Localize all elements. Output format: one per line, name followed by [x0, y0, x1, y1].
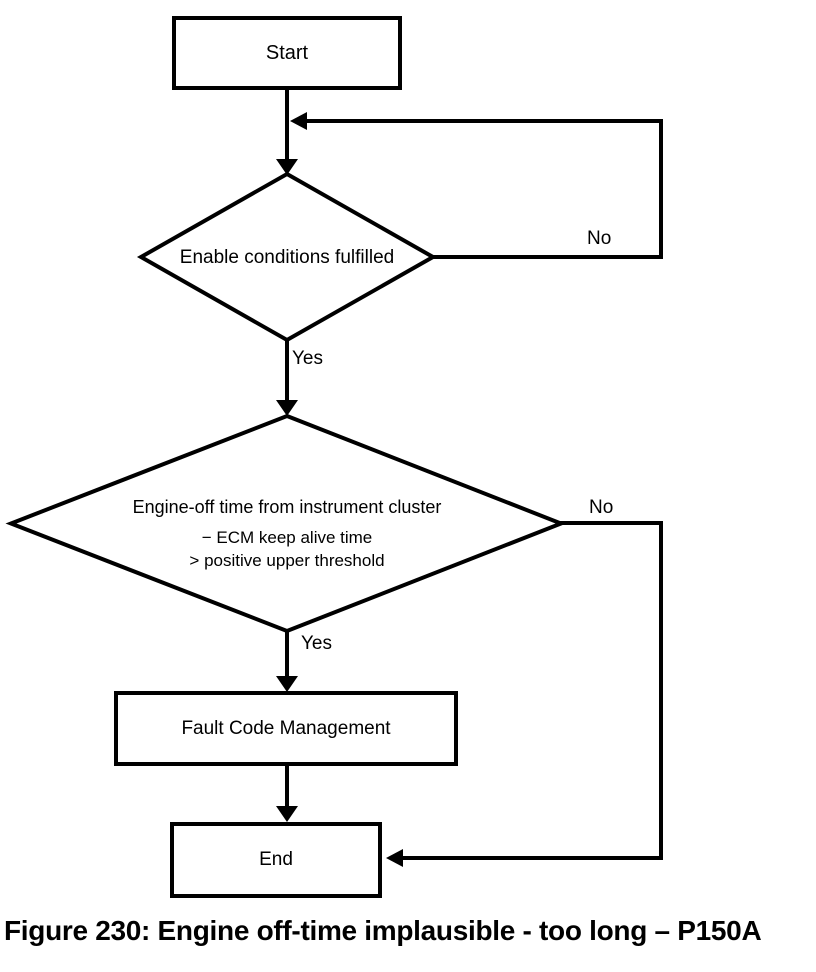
decision-2-line-2: − ECM keep alive time: [201, 528, 373, 547]
arrowhead-down-into-decision2: [276, 400, 298, 416]
arrowhead-left-into-end-node: [386, 849, 403, 867]
decision-2-diamond: [5, 413, 567, 634]
start-node: Start: [172, 16, 402, 90]
arrowhead-down-into-process: [276, 676, 298, 692]
decision1-no-label: No: [587, 228, 612, 249]
decision2-yes-label: Yes: [301, 633, 332, 654]
decision-1-label: Enable conditions fulfilled: [179, 247, 395, 268]
decision2-no-label: No: [589, 497, 614, 518]
end-label: End: [259, 849, 293, 870]
edge-decision2-no-loop: [401, 521, 663, 860]
process-node: Fault Code Management: [114, 691, 458, 766]
decision1-yes-label: Yes: [292, 348, 323, 369]
arrowhead-down-into-decision1: [276, 159, 298, 175]
end-node: End: [170, 822, 382, 898]
start-label: Start: [265, 41, 309, 64]
arrowhead-left-into-start-edge: [290, 112, 307, 130]
figure-caption: Figure 230: Engine off-time implausible …: [4, 915, 762, 946]
decision-2-line-1: Engine-off time from instrument cluster: [132, 497, 442, 517]
decision-2-line-3: > positive upper threshold: [189, 551, 385, 570]
process-label: Fault Code Management: [181, 717, 391, 739]
edge-decision1-no-loop: [304, 119, 663, 259]
arrowhead-down-into-end: [276, 806, 298, 822]
